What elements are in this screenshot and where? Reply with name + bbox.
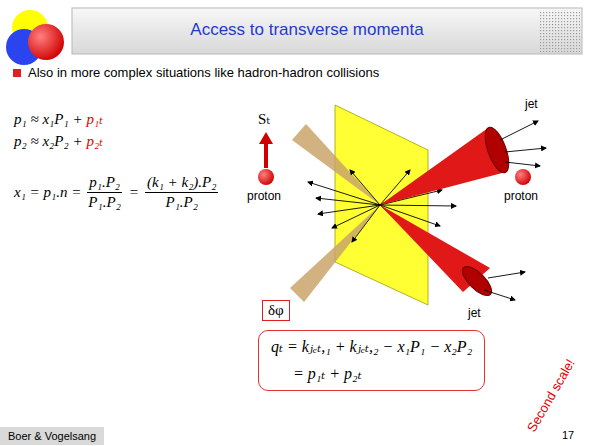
formula-term: p₁ₜ: [87, 110, 103, 128]
node-text: Boer & Vogelsang: [8, 430, 96, 442]
proton-label: proton: [504, 189, 538, 203]
proton-ball: [258, 169, 274, 185]
tilted-plane: [292, 124, 380, 205]
bullet-square: [13, 69, 21, 77]
spin-label: Sₜ: [258, 110, 270, 128]
jet-label: jet: [468, 306, 481, 320]
fraction: (k₁ + k₂).P₂P₁.P₂: [145, 174, 219, 211]
title-bar-hatch: [540, 10, 580, 52]
angle-box: δφ: [262, 300, 290, 321]
formula-row: p₂ ≈ x₂P₂ +p₂ₜ: [14, 132, 103, 150]
tilted-plane: [290, 205, 380, 302]
slide-title: Access to transverse momenta: [72, 20, 542, 40]
logo-circle: [28, 24, 64, 60]
jet-cone-end: [458, 262, 496, 300]
footer-box: Boer & Vogelsang: [0, 427, 104, 445]
bullet-text: Also in more complex situations like had…: [28, 65, 379, 80]
fraction-numerator: (k₁ + k₂).P₂: [145, 174, 219, 193]
formula-row: p₁ ≈ x₁P₁ +p₁ₜ: [14, 110, 103, 128]
fraction-denominator: P₁.P₂: [86, 193, 123, 211]
spin-arrow: [264, 142, 268, 168]
formula: p₂ ≈ x₂P₂ +: [14, 133, 83, 150]
jet-cone-end: [480, 124, 513, 175]
formula-row: x₁ = p₁.n =p₁.P₂P₁.P₂=(k₁ + k₂).P₂P₁.P₂: [14, 174, 221, 211]
jet-tracks: [484, 121, 546, 300]
node-text: qₜ = kⱼₑₜ,₁ + kⱼₑₜ,₂ − x₁P₁ − x₂P₂: [271, 337, 472, 356]
formula: x₁ = p₁.n =: [14, 184, 81, 201]
formula: =: [129, 184, 139, 201]
proton-label: proton: [247, 189, 281, 203]
callout-note: Second scale!: [524, 356, 578, 434]
fraction: p₁.P₂P₁.P₂: [86, 174, 123, 211]
fraction-numerator: p₁.P₂: [87, 174, 122, 193]
formula-box: qₜ = kⱼₑₜ,₁ + kⱼₑₜ,₂ − x₁P₁ − x₂P₂ = p₁ₜ …: [258, 330, 485, 391]
title-bar: [72, 8, 582, 54]
formula-term: p₂ₜ: [87, 132, 103, 150]
formula: p₁ ≈ x₁P₁ +: [14, 111, 83, 128]
node-text: = p₁ₜ + p₂ₜ: [293, 364, 472, 383]
jet-label: jet: [525, 97, 538, 111]
node-text: δφ: [268, 302, 284, 319]
proton-ball: [515, 169, 531, 185]
fraction-denominator: P₁.P₂: [163, 193, 200, 211]
page-number: 17: [562, 429, 574, 441]
spin-arrowhead: [259, 132, 273, 144]
